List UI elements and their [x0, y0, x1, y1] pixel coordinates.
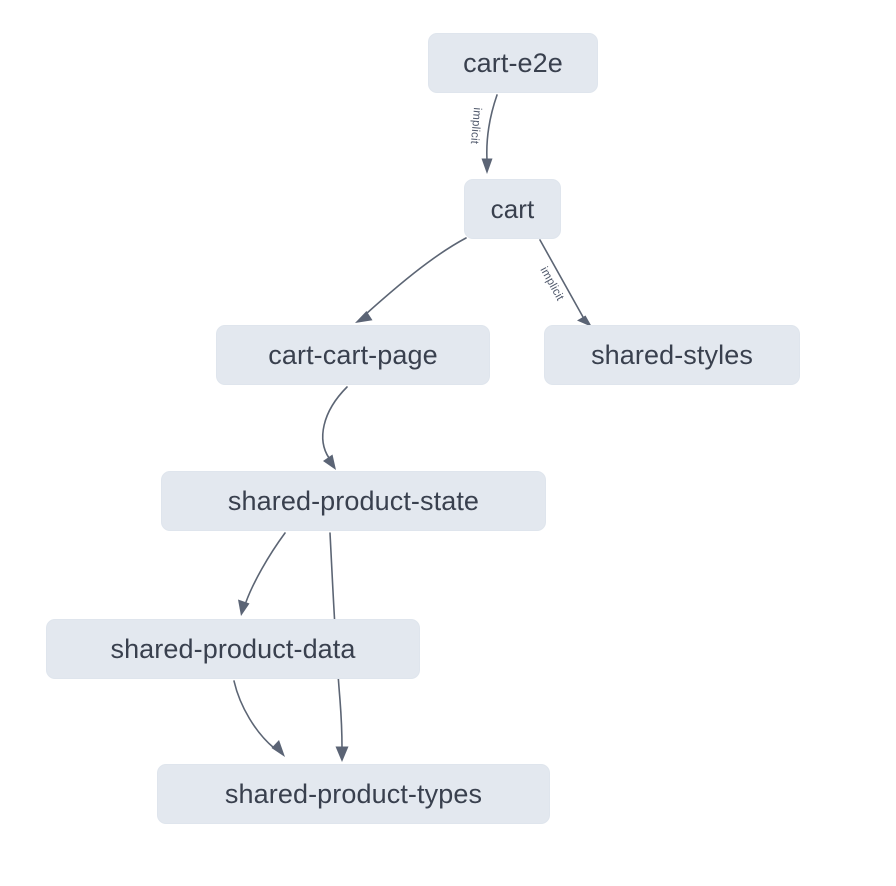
node-cart-e2e-label: cart-e2e — [463, 47, 563, 78]
edge-cart-cart-page-to-shared-product-state — [322, 386, 348, 470]
edge-shared-product-state-to-shared-product-data — [238, 532, 286, 616]
node-cart-cart-page[interactable]: cart-cart-page — [216, 325, 490, 385]
edge-shared-product-data-to-shared-product-types — [233, 680, 285, 757]
node-shared-styles-label: shared-styles — [591, 339, 753, 370]
edge-cart-to-shared-styles — [539, 239, 592, 327]
edge-cart-to-cart-cart-page — [355, 237, 467, 323]
node-shared-product-types[interactable]: shared-product-types — [157, 764, 550, 824]
node-shared-styles[interactable]: shared-styles — [544, 325, 800, 385]
edge-cart-e2e-to-cart — [481, 94, 498, 174]
node-shared-product-types-label: shared-product-types — [224, 778, 483, 809]
node-shared-product-state-label: shared-product-state — [227, 485, 480, 516]
node-cart-cart-page-label: cart-cart-page — [268, 339, 438, 370]
node-cart-e2e[interactable]: cart-e2e — [428, 33, 598, 93]
node-cart[interactable]: cart — [464, 179, 561, 239]
node-shared-product-data[interactable]: shared-product-data — [46, 619, 420, 679]
node-shared-product-data-label: shared-product-data — [110, 633, 356, 664]
node-cart-label: cart — [490, 194, 535, 224]
edge-shared-product-state-to-shared-product-types — [329, 532, 349, 762]
node-shared-product-state[interactable]: shared-product-state — [161, 471, 546, 531]
